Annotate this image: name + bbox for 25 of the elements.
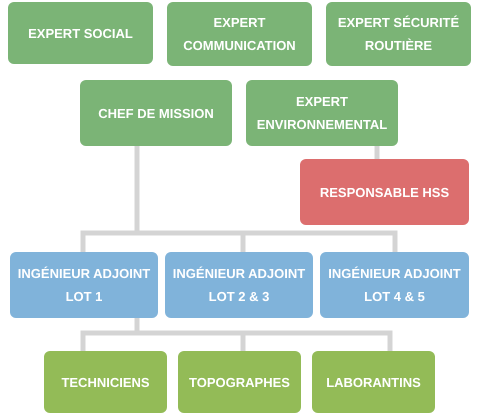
role-title: RESPONSABLE HSS xyxy=(320,184,450,202)
role-box xyxy=(326,2,471,66)
role-title: INGÉNIEUR ADJOINT LOT 4 & 5 xyxy=(327,265,462,306)
role-box xyxy=(167,2,312,66)
role-title: EXPERT SÉCURITÉ ROUTIÈRE xyxy=(336,14,460,55)
role-title: INGÉNIEUR ADJOINT LOT 2 & 3 xyxy=(172,265,306,306)
role-box xyxy=(44,351,167,413)
role-title: EXPERT SOCIAL xyxy=(28,24,133,42)
role-title: INGÉNIEUR ADJOINT LOT 1 xyxy=(16,265,152,306)
role-box xyxy=(300,159,469,225)
role-box xyxy=(80,80,232,146)
role-box xyxy=(178,351,301,413)
role-box xyxy=(320,252,469,318)
role-box xyxy=(165,252,313,318)
role-title: TOPOGRAPHES xyxy=(189,374,290,392)
role-title: TECHNICIENS xyxy=(61,374,150,392)
role-box xyxy=(312,351,435,413)
role-box xyxy=(246,80,398,146)
connector-line xyxy=(374,146,380,159)
role-title: EXPERT ENVIRONNEMENTAL xyxy=(256,93,388,134)
role-title: LABORANTINS xyxy=(326,374,421,392)
role-title: EXPERT COMMUNICATION xyxy=(182,14,297,55)
role-box xyxy=(8,2,153,64)
role-box xyxy=(10,252,158,318)
role-title: CHEF DE MISSION xyxy=(98,104,214,122)
